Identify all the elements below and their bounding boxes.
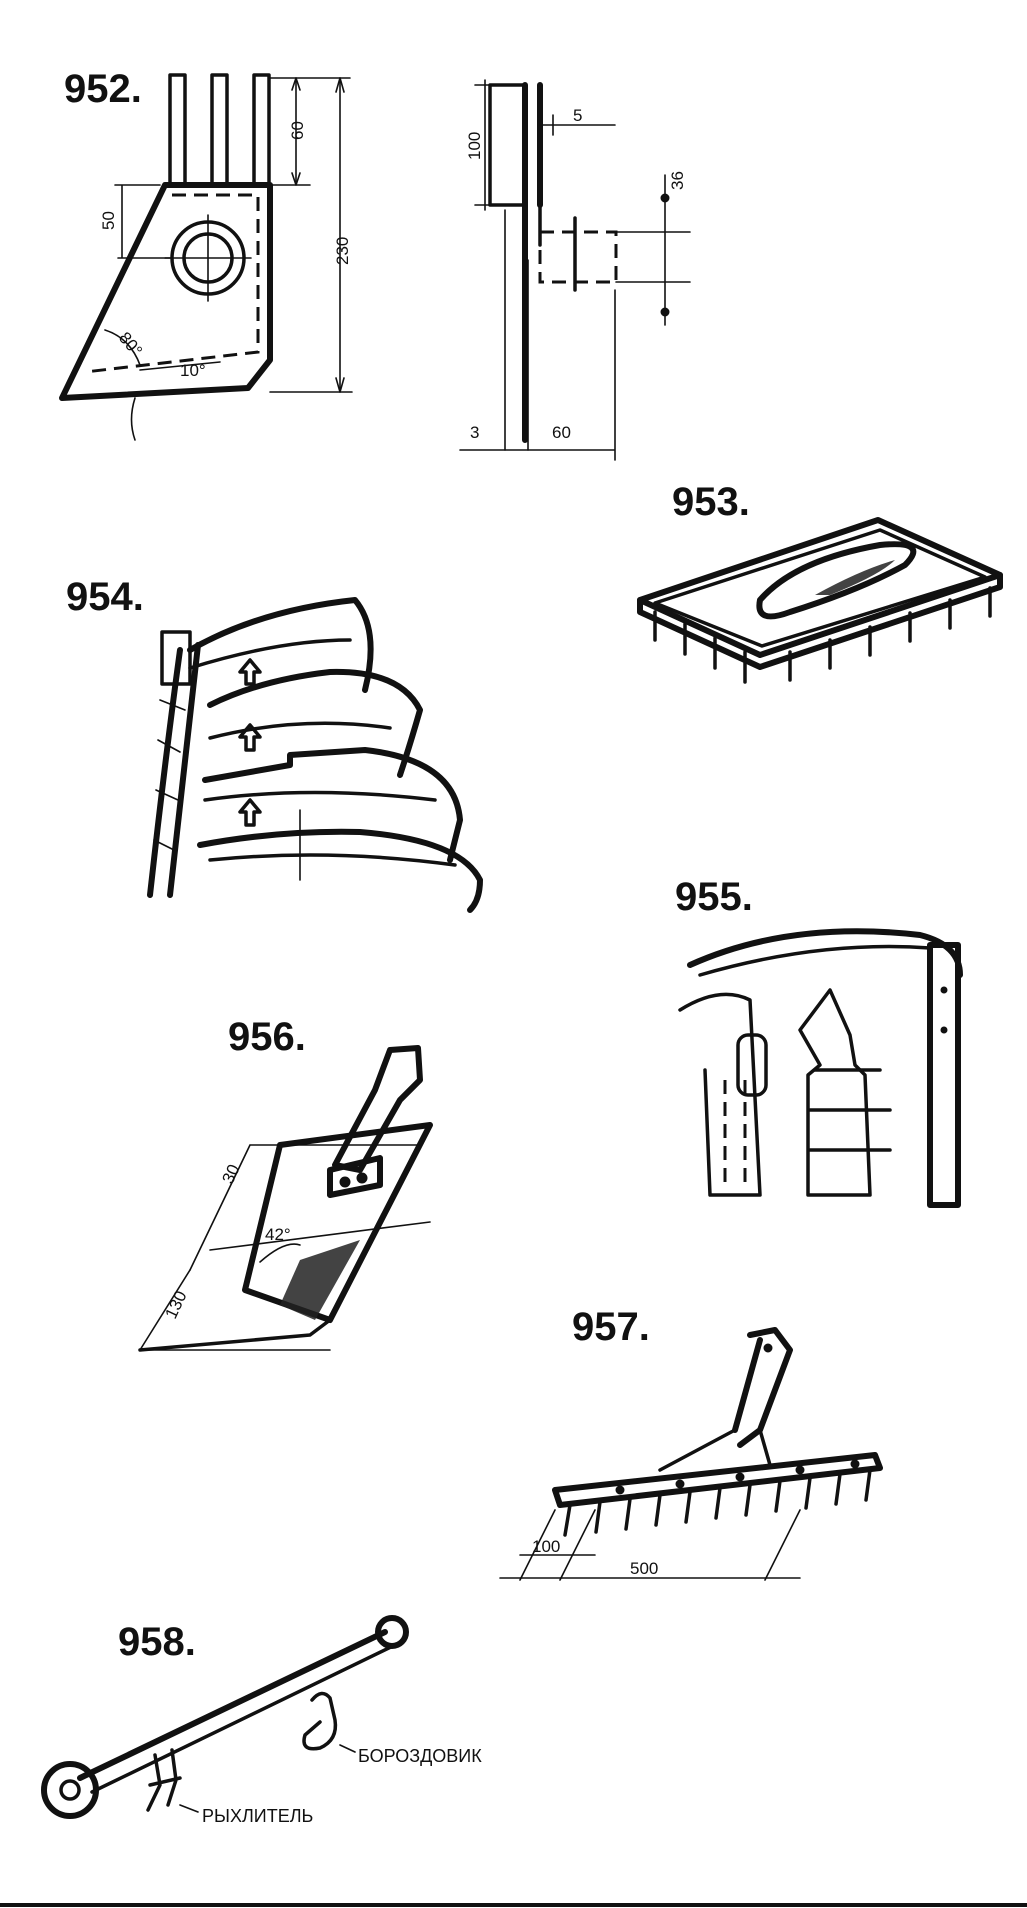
dim-3: 3 (470, 423, 479, 442)
spiked-board-tool (637, 517, 1003, 684)
dim-60-side: 60 (552, 423, 571, 442)
angle-80: 80° (115, 328, 146, 360)
figure-number-958: 958. (118, 1620, 196, 1664)
wheel-hoe (41, 1615, 409, 1819)
figure-953: 953. (637, 480, 1003, 684)
dim-130: 130 (161, 1288, 190, 1322)
dim-500: 500 (630, 1559, 658, 1578)
dim-60: 60 (288, 121, 307, 140)
label-ryhlitel: РЫХЛИТЕЛЬ (202, 1806, 313, 1826)
figure-954: 954. (66, 575, 483, 913)
figure-number-954: 954. (66, 575, 144, 619)
hoe-blades-assembly (147, 597, 483, 913)
dim-230: 230 (333, 237, 352, 265)
figure-958: 958. БОРОЗДОВИК РЫХЛИТЕЛЬ (41, 1615, 482, 1826)
cutter-blade-front-view (59, 73, 353, 441)
figure-957: 957. 100 500 (499, 1305, 883, 1581)
flat-cutter-blade (138, 1045, 433, 1352)
dim-100: 100 (532, 1537, 560, 1556)
rake-tool (499, 1327, 883, 1581)
figure-952: 952. 60 230 50 80° (59, 67, 353, 441)
angle-42: 42° (265, 1225, 291, 1244)
figure-952-side-view (459, 79, 691, 461)
dim-50: 50 (99, 211, 118, 230)
dim-5: 5 (573, 106, 582, 125)
figure-number-956: 956. (228, 1015, 306, 1059)
dim-36: 36 (668, 171, 687, 190)
label-borozdovik: БОРОЗДОВИК (358, 1746, 482, 1766)
figure-956: 956. 30 42° 130 (138, 1015, 433, 1352)
figure-number-957: 957. (572, 1305, 650, 1349)
figure-number-953: 953. (672, 480, 750, 524)
figure-number-955: 955. (675, 875, 753, 919)
figure-number-952: 952. (64, 67, 142, 111)
angle-10: 10° (180, 361, 206, 380)
dim-100: 100 (465, 132, 484, 160)
scythe-attachments (678, 928, 963, 1208)
figure-955: 955. (675, 875, 963, 1208)
